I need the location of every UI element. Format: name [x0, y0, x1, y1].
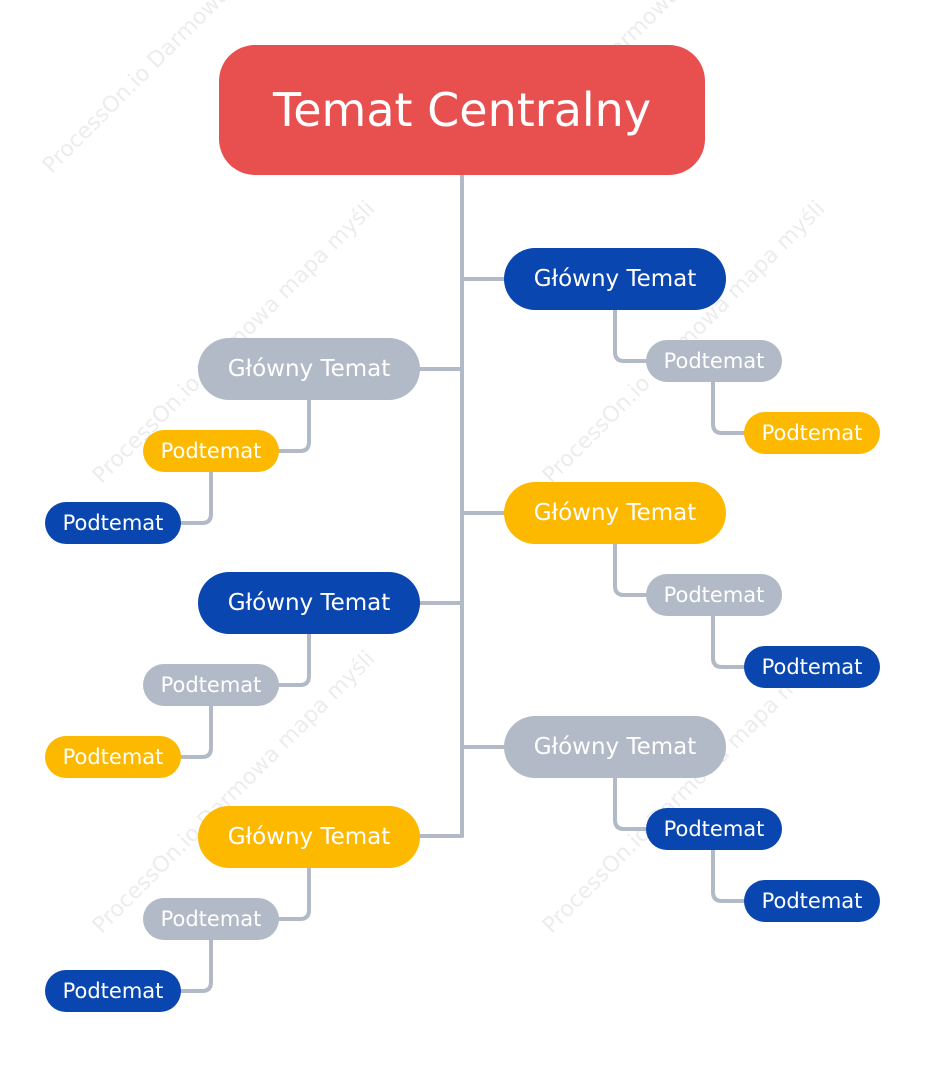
subtopic-left-3-1[interactable]: Podtemat	[143, 898, 279, 940]
connector-left-2-sub2	[178, 704, 213, 759]
connector-right-1-sub1	[613, 308, 648, 363]
subtopic-right-2-1[interactable]: Podtemat	[646, 574, 782, 616]
subtopic-right-2-2[interactable]: Podtemat	[744, 646, 880, 688]
subtopic-right-3-1[interactable]: Podtemat	[646, 808, 782, 850]
subtopic-left-2-2[interactable]: Podtemat	[45, 736, 181, 778]
connector-left-1-sub2	[178, 470, 213, 525]
connector-right-2-sub2	[711, 614, 746, 669]
main-topic-right-1[interactable]: Główny Temat	[504, 248, 726, 310]
connector-left-3-sub2	[178, 938, 213, 993]
connector-right-2-sub1	[613, 542, 648, 597]
connector-left-1-sub1	[276, 398, 311, 453]
main-topic-left-2[interactable]: Główny Temat	[198, 572, 420, 634]
subtopic-left-1-1[interactable]: Podtemat	[143, 430, 279, 472]
connector-left-2-sub1	[276, 632, 311, 687]
main-topic-left-1[interactable]: Główny Temat	[198, 338, 420, 400]
subtopic-left-1-2[interactable]: Podtemat	[45, 502, 181, 544]
subtopic-right-1-2[interactable]: Podtemat	[744, 412, 880, 454]
main-topic-left-3[interactable]: Główny Temat	[198, 806, 420, 868]
connector-right-1-sub2	[711, 380, 746, 435]
main-topic-right-3[interactable]: Główny Temat	[504, 716, 726, 778]
subtopic-left-3-2[interactable]: Podtemat	[45, 970, 181, 1012]
connector-left-3-sub1	[276, 865, 311, 921]
main-topic-right-2[interactable]: Główny Temat	[504, 482, 726, 544]
subtopic-left-2-1[interactable]: Podtemat	[143, 664, 279, 706]
subtopic-right-3-2[interactable]: Podtemat	[744, 880, 880, 922]
subtopic-right-1-1[interactable]: Podtemat	[646, 340, 782, 382]
connector-right-3-sub2	[711, 848, 746, 903]
connector-right-3-sub1	[613, 776, 648, 831]
central-topic[interactable]: Temat Centralny	[219, 45, 705, 175]
